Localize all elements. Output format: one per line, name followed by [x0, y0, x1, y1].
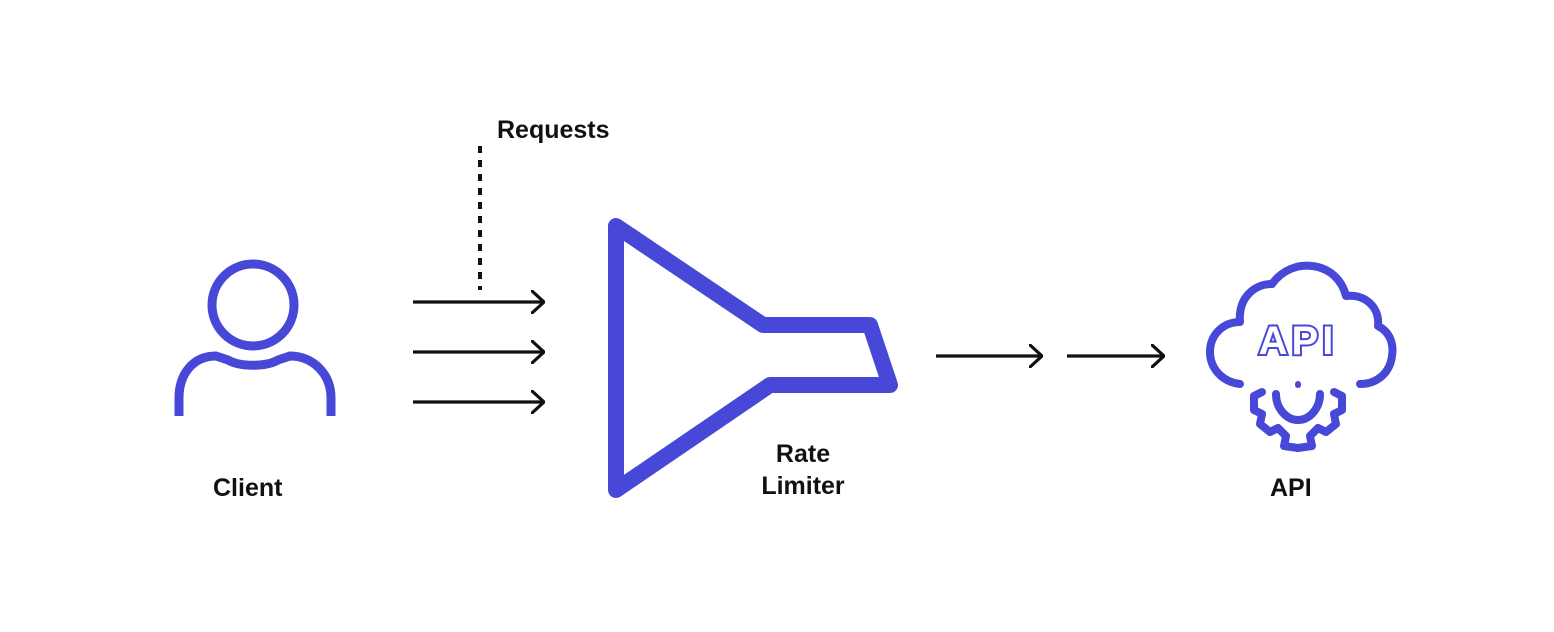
requests-label: Requests [497, 116, 610, 144]
user-icon [174, 259, 336, 416]
rate-limiter-label-line-1: Rate [775, 440, 831, 468]
cloud-outline [1206, 261, 1397, 388]
rate-limiter-label-line-2: Limiter [761, 472, 845, 500]
gear-inner-arc [1272, 390, 1324, 424]
rate-limiter-label: Rate Limiter [738, 438, 868, 502]
funnel-icon [608, 218, 898, 498]
api-label: API [1270, 474, 1312, 502]
request-arrows [413, 302, 544, 402]
api-icon-text: API [1259, 319, 1338, 363]
user-icon-head [207, 259, 299, 351]
client-label: Client [213, 474, 283, 502]
gear-outline [1250, 388, 1346, 452]
cloud-gear-icon [1206, 261, 1397, 452]
user-icon-shoulders [174, 351, 336, 416]
